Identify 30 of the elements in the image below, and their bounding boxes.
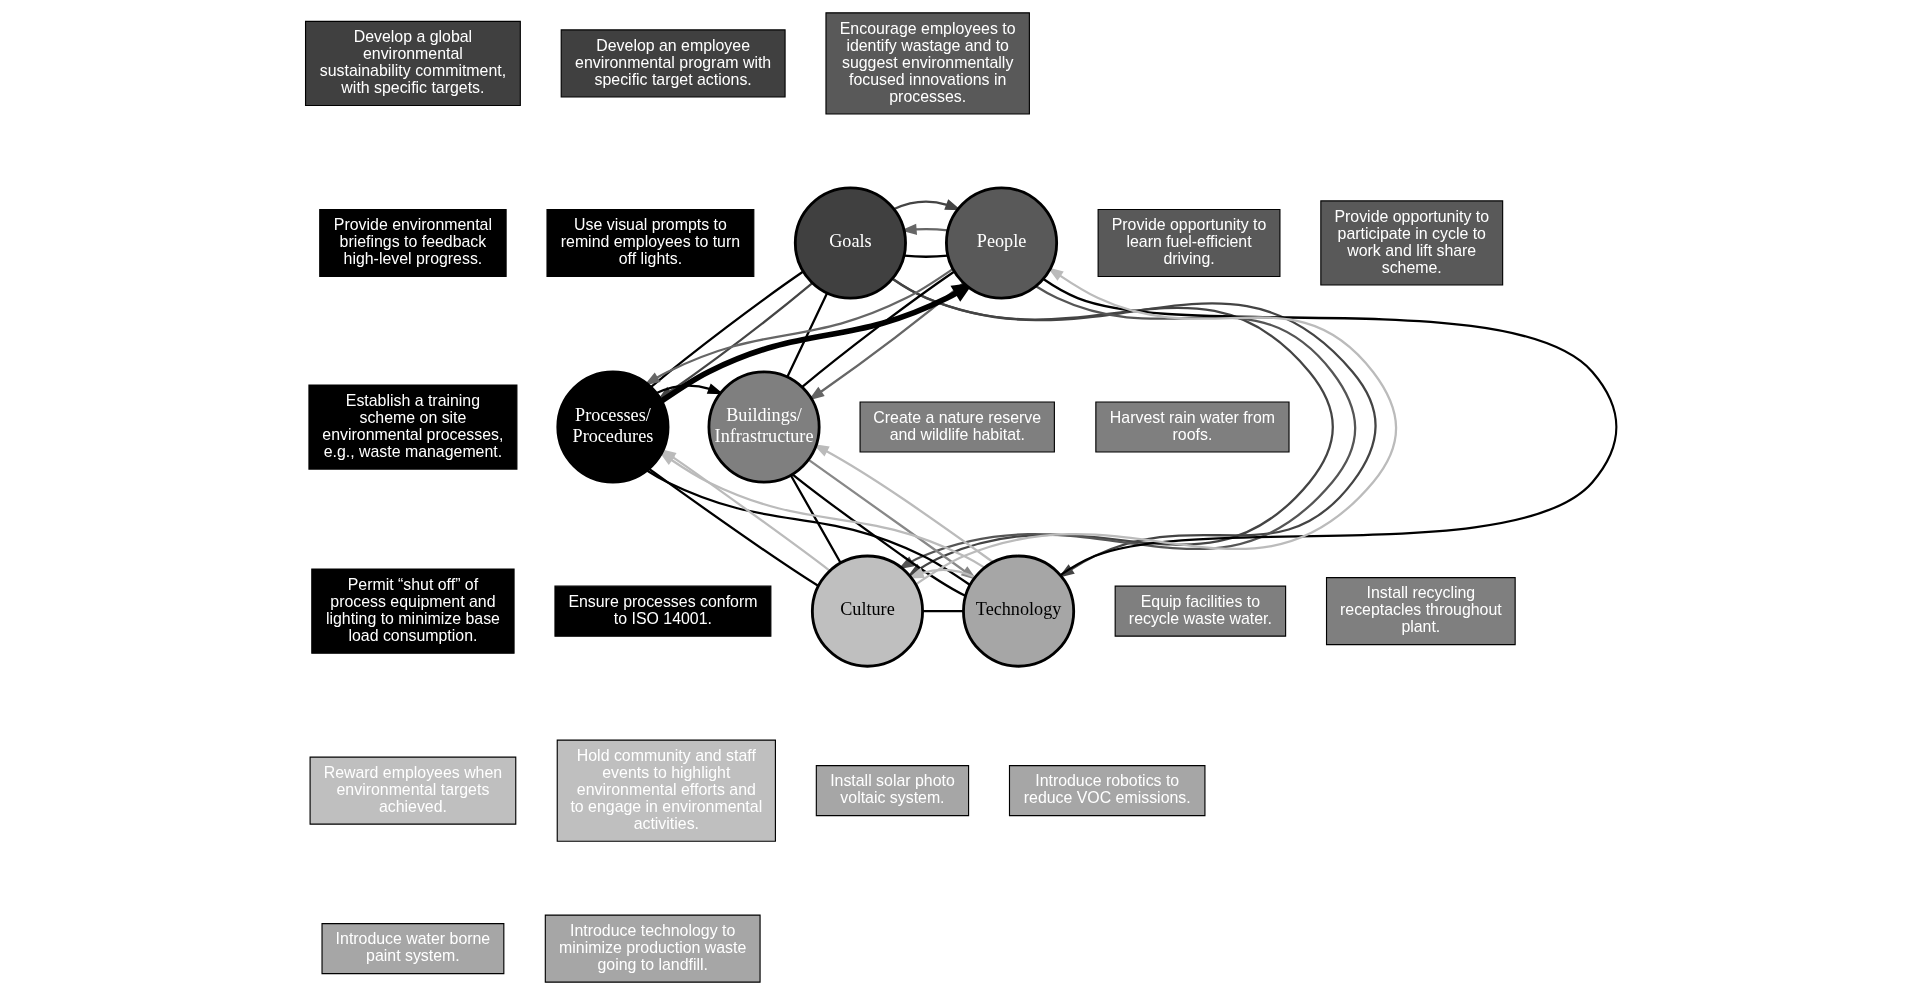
node-circle: Goals bbox=[793, 186, 907, 300]
node-box: Create a nature reserve and wildlife habitat. bbox=[859, 401, 1055, 453]
node-box: Introduce water borne paint system. bbox=[320, 923, 504, 975]
node-box: Develop a global environmental sustainability commitment, with specific targets. bbox=[304, 20, 521, 107]
connector bbox=[801, 270, 955, 388]
node-box: Provide opportunity to participate in cycle to work and lift share scheme. bbox=[1319, 200, 1503, 286]
connector bbox=[903, 254, 948, 258]
node-box: Develop an employee environmental program with specific target actions. bbox=[560, 29, 786, 98]
node-box: Harvest rain water from roofs. bbox=[1094, 401, 1290, 453]
node-box: Permit “shut off” of process equipment and lighting to minimize base load consumption. bbox=[310, 568, 515, 654]
node-box: Introduce technology to minimize production waste going to landfill. bbox=[544, 914, 761, 983]
node-box: Use visual prompts to remind employees to turn off lights. bbox=[545, 208, 754, 278]
node-box: Install recycling receptacles throughout plant. bbox=[1325, 577, 1516, 646]
connector bbox=[649, 270, 804, 388]
node-box: Equip facilities to recycle waste water. bbox=[1114, 585, 1286, 637]
node-box: Ensure processes conform to ISO 14001. bbox=[553, 585, 771, 637]
node-box: Establish a training scheme on site environmental processes, e.g., waste management. bbox=[307, 384, 517, 470]
node-box: Encourage employees to identify wastage and to suggest environmentally focused innovations in processes. bbox=[824, 12, 1030, 115]
connector bbox=[791, 473, 966, 597]
connector bbox=[647, 467, 819, 587]
connector bbox=[785, 292, 828, 378]
node-box: Provide environmental briefings to feedback high-level progress. bbox=[318, 208, 507, 278]
node-box: Reward employees when environmental targets achieved. bbox=[309, 756, 516, 825]
node-box: Provide opportunity to learn fuel-efficient driving. bbox=[1097, 208, 1280, 278]
node-box: Hold community and staff events to highlight environmental efforts and to engage in environmental activities. bbox=[556, 739, 776, 842]
node-box: Install solar photo voltaic system. bbox=[815, 765, 969, 817]
node-box: Introduce robotics to reduce VOC emissions. bbox=[1008, 765, 1205, 817]
connector bbox=[645, 469, 970, 586]
connector bbox=[789, 474, 842, 564]
connector bbox=[922, 610, 963, 613]
